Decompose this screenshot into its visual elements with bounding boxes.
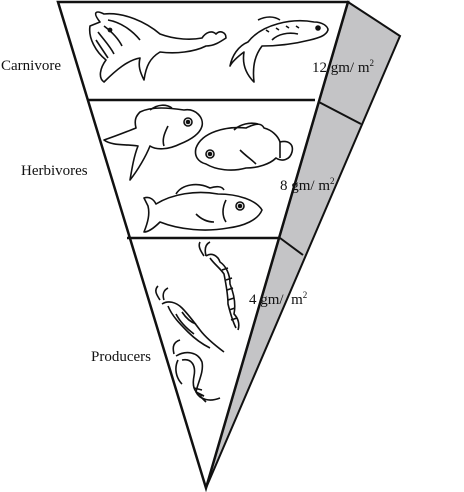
biomass-value-herbivores-text: 8 gm/ m bbox=[280, 178, 331, 194]
trout-icon bbox=[229, 16, 329, 83]
level-label-producers: Producers bbox=[91, 349, 151, 365]
biomass-exponent-herbivores: 2 bbox=[330, 176, 335, 186]
shrimp-icon-2 bbox=[155, 285, 225, 353]
pyramid-front-face bbox=[56, 0, 350, 492]
fish-icon-2 bbox=[194, 122, 294, 171]
side-divider-2 bbox=[279, 237, 304, 256]
shrimp-icon-3 bbox=[172, 339, 221, 403]
level-label-carnivore: Carnivore bbox=[1, 58, 61, 74]
biomass-value-producers: 4 gm/ m2 bbox=[249, 291, 307, 308]
level-label-herbivores: Herbivores bbox=[21, 163, 88, 179]
shrimp-icon-1 bbox=[198, 241, 240, 331]
fish-icon-3 bbox=[143, 183, 263, 233]
biomass-value-producers-text: 4 gm/ m bbox=[249, 292, 303, 308]
biomass-value-carnivore: 12 gm/ m2 bbox=[312, 59, 374, 76]
biomass-value-carnivore-text: 12 gm/ m bbox=[312, 60, 370, 76]
side-divider-1 bbox=[314, 99, 362, 125]
fish-icon-1 bbox=[103, 104, 204, 181]
biomass-value-herbivores: 8 gm/ m2 bbox=[280, 177, 335, 194]
whale-icon bbox=[88, 11, 227, 83]
biomass-exponent-producers: 2 bbox=[302, 290, 308, 300]
biomass-exponent-carnivore: 2 bbox=[369, 58, 375, 68]
